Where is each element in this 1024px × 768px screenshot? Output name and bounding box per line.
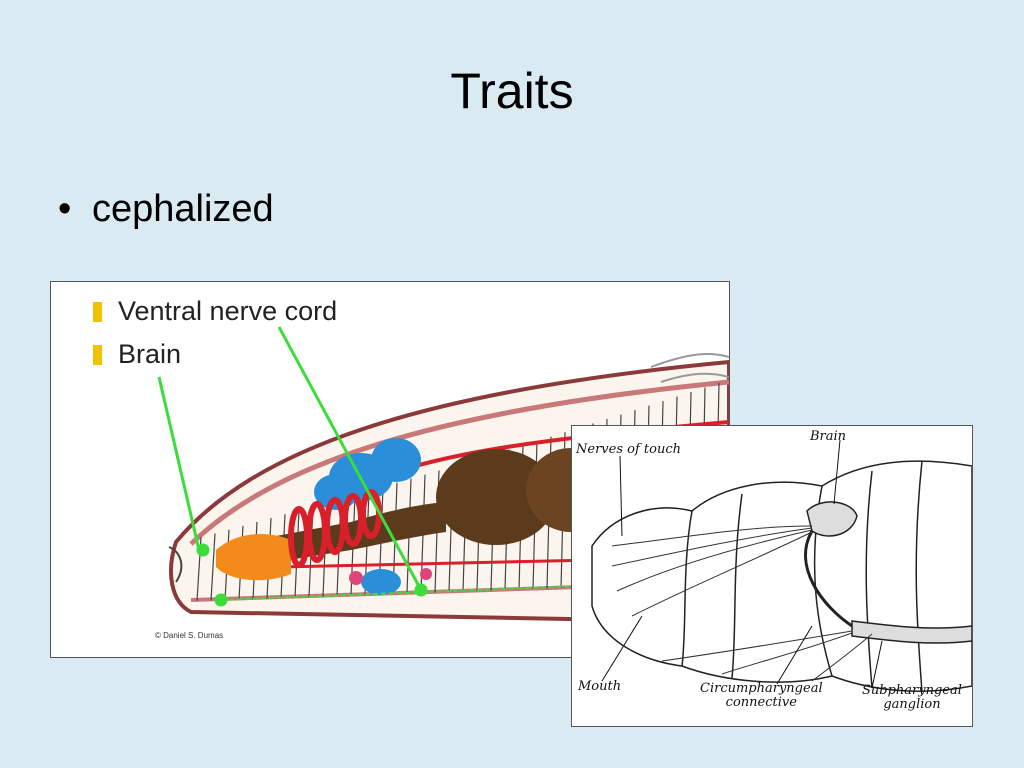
legend-label: Brain <box>118 339 182 369</box>
subpharyngeal-ganglion <box>851 620 972 644</box>
earthworm-head-nervous-system-image: Nerves of touch Brain Mouth Circumpharyn… <box>571 425 973 727</box>
label-mouth: Mouth <box>578 679 622 694</box>
circumpharyngeal-connective <box>804 530 853 628</box>
segment-septum <box>210 533 216 601</box>
legend-label: Ventral nerve cord <box>118 296 338 326</box>
segment-line <box>681 510 693 667</box>
bullet-text: cephalized <box>92 188 274 230</box>
seminal-vesicle <box>371 438 421 482</box>
touch-nerves <box>611 525 873 682</box>
seminal-vesicle <box>361 569 401 595</box>
bullet-dot: • <box>58 188 72 230</box>
head-outline <box>591 460 972 692</box>
worm-annuli <box>650 353 729 383</box>
brain-ganglion <box>806 501 858 537</box>
reproductive-organ <box>349 571 363 585</box>
slide-title: Traits <box>450 63 574 119</box>
crop <box>436 449 556 545</box>
label-circumpharyngeal-connective: Circumpharyngeal connective <box>700 681 823 710</box>
legend-item-ventral-nerve-cord: Ventral nerve cord <box>93 296 337 327</box>
segment-line <box>915 460 923 693</box>
label-subpharyngeal-ganglion: Subpharyngeal ganglion <box>862 683 962 712</box>
image-credit: © Daniel S. Dumas <box>155 631 224 640</box>
legend-swatch <box>93 345 102 365</box>
segment-line <box>865 470 873 689</box>
legend-swatch <box>93 302 102 322</box>
prostomium <box>168 546 183 583</box>
segment-line <box>731 493 743 679</box>
reproductive-organ <box>420 568 432 580</box>
label-leaders <box>601 439 883 689</box>
pharynx <box>216 534 291 581</box>
label-nerves-of-touch: Nerves of touch <box>576 442 681 457</box>
pointer-lines <box>157 326 428 607</box>
ventral-nerve-cord <box>220 579 729 601</box>
label-brain: Brain <box>810 429 847 444</box>
worm-inner-wall <box>189 379 729 546</box>
head-nervous-illustration <box>591 439 972 693</box>
legend-item-brain: Brain <box>93 339 181 370</box>
bullet-item: • cephalized <box>58 188 274 231</box>
